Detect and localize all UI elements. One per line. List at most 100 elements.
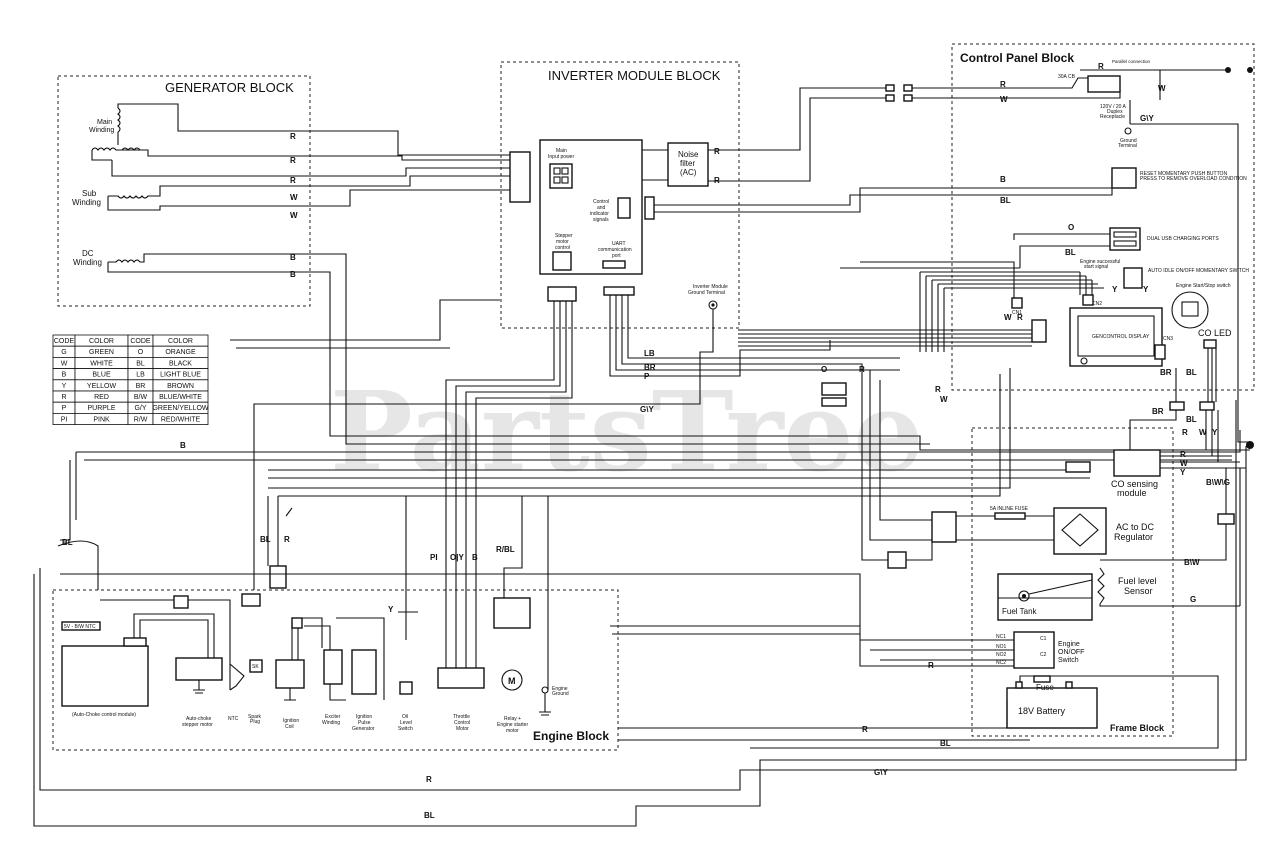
svg-text:Y: Y — [388, 605, 394, 614]
svg-text:Sensor: Sensor — [1124, 586, 1153, 596]
svg-text:BL: BL — [260, 535, 271, 544]
svg-text:stepper motor: stepper motor — [182, 722, 213, 728]
svg-text:R: R — [1180, 450, 1186, 459]
svg-text:Parallel connection: Parallel connection — [1112, 59, 1151, 64]
svg-text:Switch: Switch — [1058, 657, 1079, 664]
svg-text:5V - B/W NTC: 5V - B/W NTC — [64, 624, 96, 630]
table-cell-text: YELLOW — [87, 383, 117, 390]
table-cell-text: BL — [136, 360, 145, 367]
battery-fuse — [1033, 675, 1051, 683]
svg-text:Pulse: Pulse — [358, 720, 371, 726]
table-cell-text: R — [61, 394, 66, 401]
svg-text:Coil: Coil — [285, 724, 294, 730]
svg-text:B: B — [472, 553, 478, 562]
svg-text:P: P — [644, 372, 650, 381]
svg-text:O: O — [1068, 223, 1074, 232]
auto-idle-switch[interactable] — [1123, 267, 1143, 289]
svg-text:BL: BL — [1186, 368, 1197, 377]
auto-choke-control-module — [61, 645, 149, 707]
table-cell-text: LB — [136, 372, 145, 379]
fuel-level-sensor — [1097, 567, 1105, 605]
table-header: COLOR — [89, 338, 114, 345]
ignition-coil — [275, 659, 305, 689]
svg-text:Engine: Engine — [1058, 641, 1080, 648]
svg-text:Control: Control — [593, 199, 609, 205]
svg-text:Motor: Motor — [456, 726, 469, 732]
auto-choke-stepper-motor — [175, 657, 223, 681]
throttle-control-motor — [437, 667, 485, 689]
oil-level-switch — [399, 681, 413, 695]
starter-motor — [501, 669, 523, 691]
exciter-winding — [323, 649, 343, 685]
inline-fuse — [994, 512, 1026, 520]
ac-dc-regulator — [1053, 507, 1107, 555]
table-cell-text: B/W — [134, 394, 148, 401]
svg-text:G\Y: G\Y — [640, 405, 654, 414]
svg-text:DC: DC — [82, 249, 94, 258]
generator-block: GENERATOR BLOCK — [57, 75, 311, 307]
noise-filter — [667, 142, 709, 187]
ignition-pulse-generator — [351, 649, 377, 695]
stepper-control-connector — [552, 251, 572, 271]
table-cell-text: RED/WHITE — [161, 416, 201, 423]
co-sensing-module — [1113, 449, 1161, 477]
svg-text:W: W — [1000, 95, 1008, 104]
table-cell-text: PI — [61, 416, 68, 423]
svg-text:AUTO IDLE ON/OFF MOMENTARY SWI: AUTO IDLE ON/OFF MOMENTARY SWITCH — [1148, 268, 1249, 274]
table-cell-text: WHITE — [90, 360, 113, 367]
svg-text:Winding: Winding — [322, 720, 340, 726]
svg-text:R: R — [1098, 62, 1104, 71]
engine-ground — [541, 686, 549, 694]
reset-button[interactable] — [1111, 167, 1137, 189]
svg-text:R: R — [1017, 313, 1023, 322]
table-cell-text: BR — [136, 383, 146, 390]
table-cell-text: BLUE/WHITE — [159, 394, 202, 401]
control-panel-block-title: Control Panel Block — [960, 51, 1074, 65]
table-cell-text: R/W — [134, 416, 148, 423]
svg-text:Input power: Input power — [548, 154, 574, 160]
svg-text:Spark: Spark — [248, 714, 262, 720]
svg-text:motor: motor — [556, 239, 569, 245]
engine-start-stop-switch[interactable] — [1171, 291, 1209, 329]
table-cell-text: ORANGE — [165, 349, 196, 356]
svg-text:30A CB: 30A CB — [1058, 74, 1076, 80]
svg-text:R: R — [928, 661, 934, 670]
svg-text:O|Y: O|Y — [450, 553, 464, 562]
svg-text:signals: signals — [593, 217, 609, 223]
svg-text:Main: Main — [97, 119, 112, 126]
svg-text:R: R — [290, 176, 296, 185]
svg-text:Terminal: Terminal — [1118, 143, 1137, 149]
svg-text:C2: C2 — [1040, 652, 1047, 658]
svg-text:R: R — [862, 725, 868, 734]
svg-text:W: W — [1158, 84, 1166, 93]
svg-text:Engine starter: Engine starter — [497, 722, 528, 728]
svg-text:W: W — [1199, 428, 1207, 437]
svg-text:Regulator: Regulator — [1114, 532, 1153, 542]
inverter-module-block: INVERTER MODULE BLOCK — [500, 61, 740, 329]
svg-text:Duplex: Duplex — [1107, 109, 1123, 115]
svg-text:Engine Start/Stop switch: Engine Start/Stop switch — [1176, 283, 1231, 289]
table-cell-text: P — [62, 405, 67, 412]
svg-text:R: R — [859, 365, 865, 374]
svg-text:module: module — [1117, 488, 1147, 498]
svg-text:B: B — [180, 441, 186, 450]
generator-input-connector — [509, 151, 531, 203]
svg-text:R: R — [284, 535, 290, 544]
usb-charging-ports — [1109, 227, 1141, 251]
svg-text:B: B — [290, 253, 296, 262]
svg-text:CO LED: CO LED — [1198, 328, 1232, 338]
engine-on-off-switch[interactable] — [1013, 631, 1055, 669]
table-cell-text: PINK — [93, 416, 110, 423]
svg-text:Control: Control — [454, 720, 470, 726]
svg-text:Ground Terminal: Ground Terminal — [688, 290, 725, 296]
regulator-connector — [931, 511, 957, 543]
spark-plug — [249, 659, 263, 673]
svg-text:CN2: CN2 — [1092, 301, 1102, 307]
svg-text:C1: C1 — [1040, 636, 1047, 642]
svg-text:BL: BL — [1065, 248, 1076, 257]
svg-text:18V Battery: 18V Battery — [1018, 706, 1066, 716]
duplex-receptacle — [1087, 75, 1121, 93]
svg-text:CN3: CN3 — [1163, 336, 1173, 342]
main-winding: Main Winding — [89, 103, 510, 177]
table-cell-text: BROWN — [167, 383, 194, 390]
